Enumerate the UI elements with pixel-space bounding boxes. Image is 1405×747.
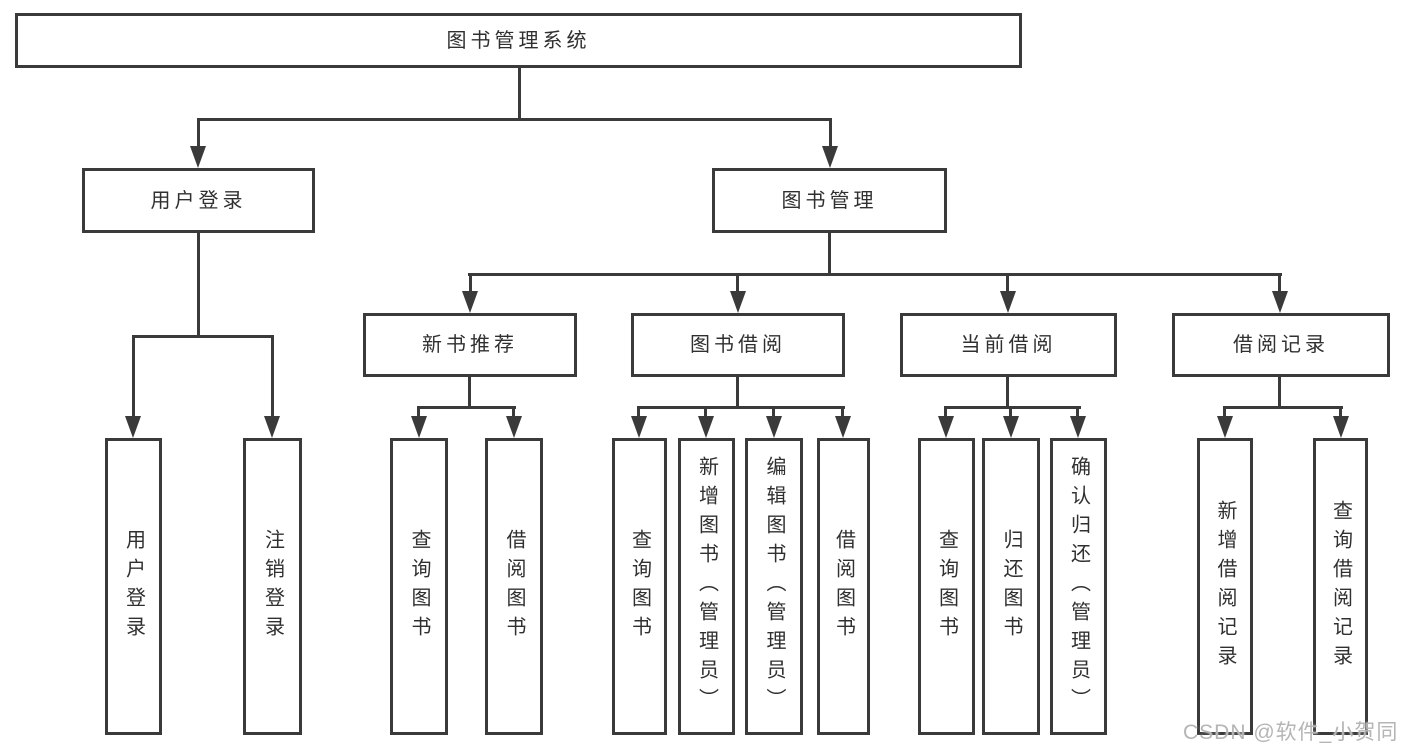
arrow-to-logout: [264, 416, 280, 438]
arrow-to-user-login-leaf: [125, 416, 141, 438]
tail-to-borrowing-records: [1278, 273, 1281, 293]
arrow-nbr-child1: [411, 416, 427, 438]
arrow-to-book-management: [822, 146, 838, 168]
vline-root-drop: [518, 67, 521, 120]
arrow-to-user-login: [190, 146, 206, 168]
tail-to-book-borrowing: [736, 273, 739, 293]
node-borrow-books-recommend: 借阅图书: [485, 438, 543, 735]
node-user-login: 用户登录: [82, 168, 315, 233]
vline-nbr-drop: [468, 377, 471, 408]
hline-user-login-branch: [132, 335, 273, 338]
node-borrow-books-borrowing: 借阅图书: [817, 438, 870, 735]
node-library-management-system: 图书管理系统: [15, 13, 1022, 68]
arrow-bb-child2: [698, 416, 714, 438]
arrow-bb-child4: [835, 416, 851, 438]
node-search-books-current: 查询图书: [918, 438, 975, 735]
node-add-books-admin: 新增图书（管理员）: [678, 438, 735, 735]
tail-nbr-child1: [417, 406, 420, 418]
node-add-borrow-record: 新增借阅记录: [1197, 438, 1253, 735]
arrow-cb-child3: [1070, 416, 1086, 438]
tail-to-new-book-recommendation: [469, 273, 472, 293]
tail-to-current-borrowing: [1006, 273, 1009, 293]
node-confirm-return-admin: 确认归还（管理员）: [1050, 438, 1107, 735]
node-borrowing-records: 借阅记录: [1172, 313, 1390, 377]
node-book-borrowing: 图书借阅: [631, 313, 845, 377]
arrow-to-book-borrowing: [730, 291, 746, 313]
vline-user-login-drop: [197, 231, 200, 338]
tail-cb-child3: [1076, 406, 1079, 418]
node-current-borrowing: 当前借阅: [900, 313, 1117, 377]
tail-nbr-child2: [512, 406, 515, 418]
vline-book-management-drop: [828, 233, 831, 276]
node-return-books: 归还图书: [982, 438, 1040, 735]
arrow-nbr-child2: [506, 416, 522, 438]
tail-to-book-management: [829, 118, 832, 148]
tail-bb-child4: [841, 406, 844, 418]
tail-cb-child1: [944, 406, 947, 418]
arrow-to-borrowing-records: [1272, 291, 1288, 313]
hline-bb-branch: [637, 406, 845, 409]
tail-bb-child3: [772, 406, 775, 418]
hline-root-branch: [197, 118, 832, 121]
arrow-to-current-borrowing: [1000, 291, 1016, 313]
arrow-to-new-book-recommendation: [462, 291, 478, 313]
hline-br-branch: [1223, 406, 1343, 409]
arrow-bb-child3: [766, 416, 782, 438]
node-logout-login: 注销登录: [243, 438, 302, 735]
arrow-br-child2: [1333, 416, 1349, 438]
node-user-login-leaf: 用户登录: [105, 438, 162, 735]
tail-br-child1: [1223, 406, 1226, 418]
tail-br-child2: [1339, 406, 1342, 418]
arrow-br-child1: [1217, 416, 1233, 438]
arrow-cb-child1: [938, 416, 954, 438]
node-search-books-recommend: 查询图书: [390, 438, 448, 735]
tail-to-user-login-leaf: [132, 335, 135, 418]
arrow-bb-child1: [631, 416, 647, 438]
hline-book-management-branch: [468, 273, 1282, 276]
tail-to-logout: [271, 335, 274, 418]
tail-cb-child2: [1009, 406, 1012, 418]
tail-to-user-login: [197, 118, 200, 148]
node-edit-books-admin: 编辑图书（管理员）: [745, 438, 803, 735]
hline-nbr-branch: [417, 406, 516, 409]
node-new-book-recommendation: 新书推荐: [363, 313, 577, 377]
vline-bb-drop: [736, 377, 739, 408]
vline-br-drop: [1278, 377, 1281, 408]
vline-cb-drop: [1006, 377, 1009, 408]
node-search-borrow-record: 查询借阅记录: [1313, 438, 1368, 735]
csdn-watermark: CSDN @软件_小贺同学: [1183, 721, 1399, 744]
node-search-books-borrowing: 查询图书: [612, 438, 667, 735]
arrow-cb-child2: [1003, 416, 1019, 438]
node-book-management: 图书管理: [712, 168, 947, 233]
tail-bb-child1: [637, 406, 640, 418]
tail-bb-child2: [704, 406, 707, 418]
hline-cb-branch: [944, 406, 1081, 409]
